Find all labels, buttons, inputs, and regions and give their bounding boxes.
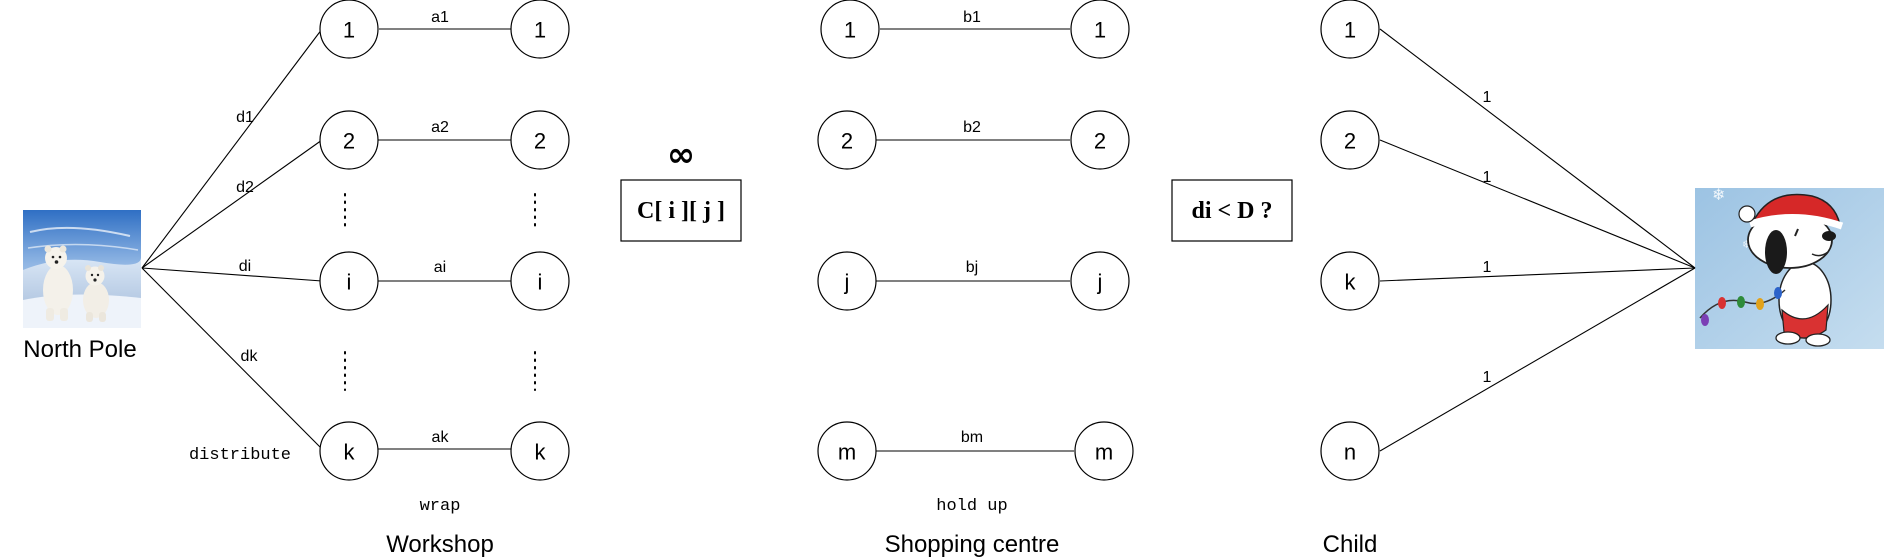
sink-edge-label-n: 1 [1483,369,1492,386]
svg-text:2: 2 [1344,129,1356,154]
cost-box [620,179,742,242]
shopping-edge-label-1: b1 [963,9,981,26]
workshop-note: wrap [420,497,461,516]
svg-text:2: 2 [534,129,546,154]
sink-edge-k [1379,267,1696,282]
svg-text:2: 2 [343,129,355,154]
workshop-right-node-k: k [510,421,570,481]
svg-text:❄: ❄ [1712,185,1725,204]
svg-text:i: i [347,270,352,295]
svg-text:1: 1 [343,18,355,43]
sink-edge-label-2: 1 [1483,169,1492,186]
svg-text:m: m [1095,440,1113,465]
child-node-2: 2 [1320,110,1380,170]
workshop-edge-label-i: ai [434,259,446,276]
cost-box-text: C[ i ][ j ] [637,198,725,224]
svg-text:2: 2 [841,129,853,154]
condition-box [1171,179,1293,242]
svg-text:❄: ❄ [1742,238,1751,251]
source-edge-i [141,267,323,282]
svg-text:1: 1 [844,18,856,43]
svg-text:1: 1 [1094,18,1106,43]
source-edge-label-1: d1 [236,109,254,126]
shopping-right-node-j: j [1070,251,1130,311]
shopping-right-node-1: 1 [1070,0,1130,59]
sink-edge-n [1379,267,1696,452]
sink-edge-1 [1379,28,1696,269]
infinity-symbol: ∞ [667,135,695,175]
svg-text:n: n [1344,440,1356,465]
child-node-k: k [1320,251,1380,311]
svg-text:k: k [344,440,356,465]
workshop-left-node-k: k [319,421,379,481]
svg-text:k: k [1345,270,1357,295]
shopping-edge-label-2: b2 [963,119,981,136]
svg-text:j: j [1097,270,1103,295]
source-label: North Pole [23,336,136,363]
child-node-1: 1 [1320,0,1380,59]
svg-text:j: j [844,270,850,295]
shopping-edge-label-j: bj [966,259,978,276]
shopping-left-node-2: 2 [817,110,877,170]
workshop-right-node-1: 1 [510,0,570,59]
svg-text:m: m [838,440,856,465]
source-edge-label-k: dk [241,348,259,365]
source-edge-k [141,267,323,450]
shopping-left-node-1: 1 [820,0,880,59]
source-edge-2 [141,139,323,269]
workshop-right-node-2: 2 [510,110,570,170]
shopping-left-node-m: m [817,421,877,481]
shopping-edge-label-m: bm [961,429,983,446]
north-pole-image [23,210,141,328]
distribute-label: distribute [189,446,291,465]
shopping-label: Shopping centre [885,531,1060,558]
shopping-left-node-j: j [817,251,877,311]
shopping-right-node-2: 2 [1070,110,1130,170]
sink-edge-label-1: 1 [1483,89,1492,106]
svg-text:1: 1 [1344,18,1356,43]
workshop-left-node-2: 2 [319,110,379,170]
svg-text:i: i [538,270,543,295]
child-node-n: n [1320,421,1380,481]
sink-edge-label-k: 1 [1483,259,1492,276]
workshop-left-node-i: i [319,251,379,311]
child-label: Child [1323,531,1378,558]
source-edge-1 [141,28,323,269]
shopping-note: hold up [936,497,1007,516]
shopping-right-node-m: m [1074,421,1134,481]
workshop-label: Workshop [386,531,494,558]
svg-text:k: k [535,440,547,465]
workshop-edge-label-k: ak [432,429,450,446]
sink-edge-2 [1379,139,1696,269]
workshop-edge-label-2: a2 [431,119,449,136]
child-destination-image: ❄ ❄ [1695,185,1884,349]
workshop-left-node-1: 1 [319,0,379,59]
svg-text:2: 2 [1094,129,1106,154]
workshop-edge-label-1: a1 [431,9,449,26]
source-edge-label-i: di [239,258,251,275]
svg-text:1: 1 [534,18,546,43]
source-edge-label-2: d2 [236,179,254,196]
condition-box-text: di < D ? [1191,198,1272,224]
workshop-right-node-i: i [510,251,570,311]
